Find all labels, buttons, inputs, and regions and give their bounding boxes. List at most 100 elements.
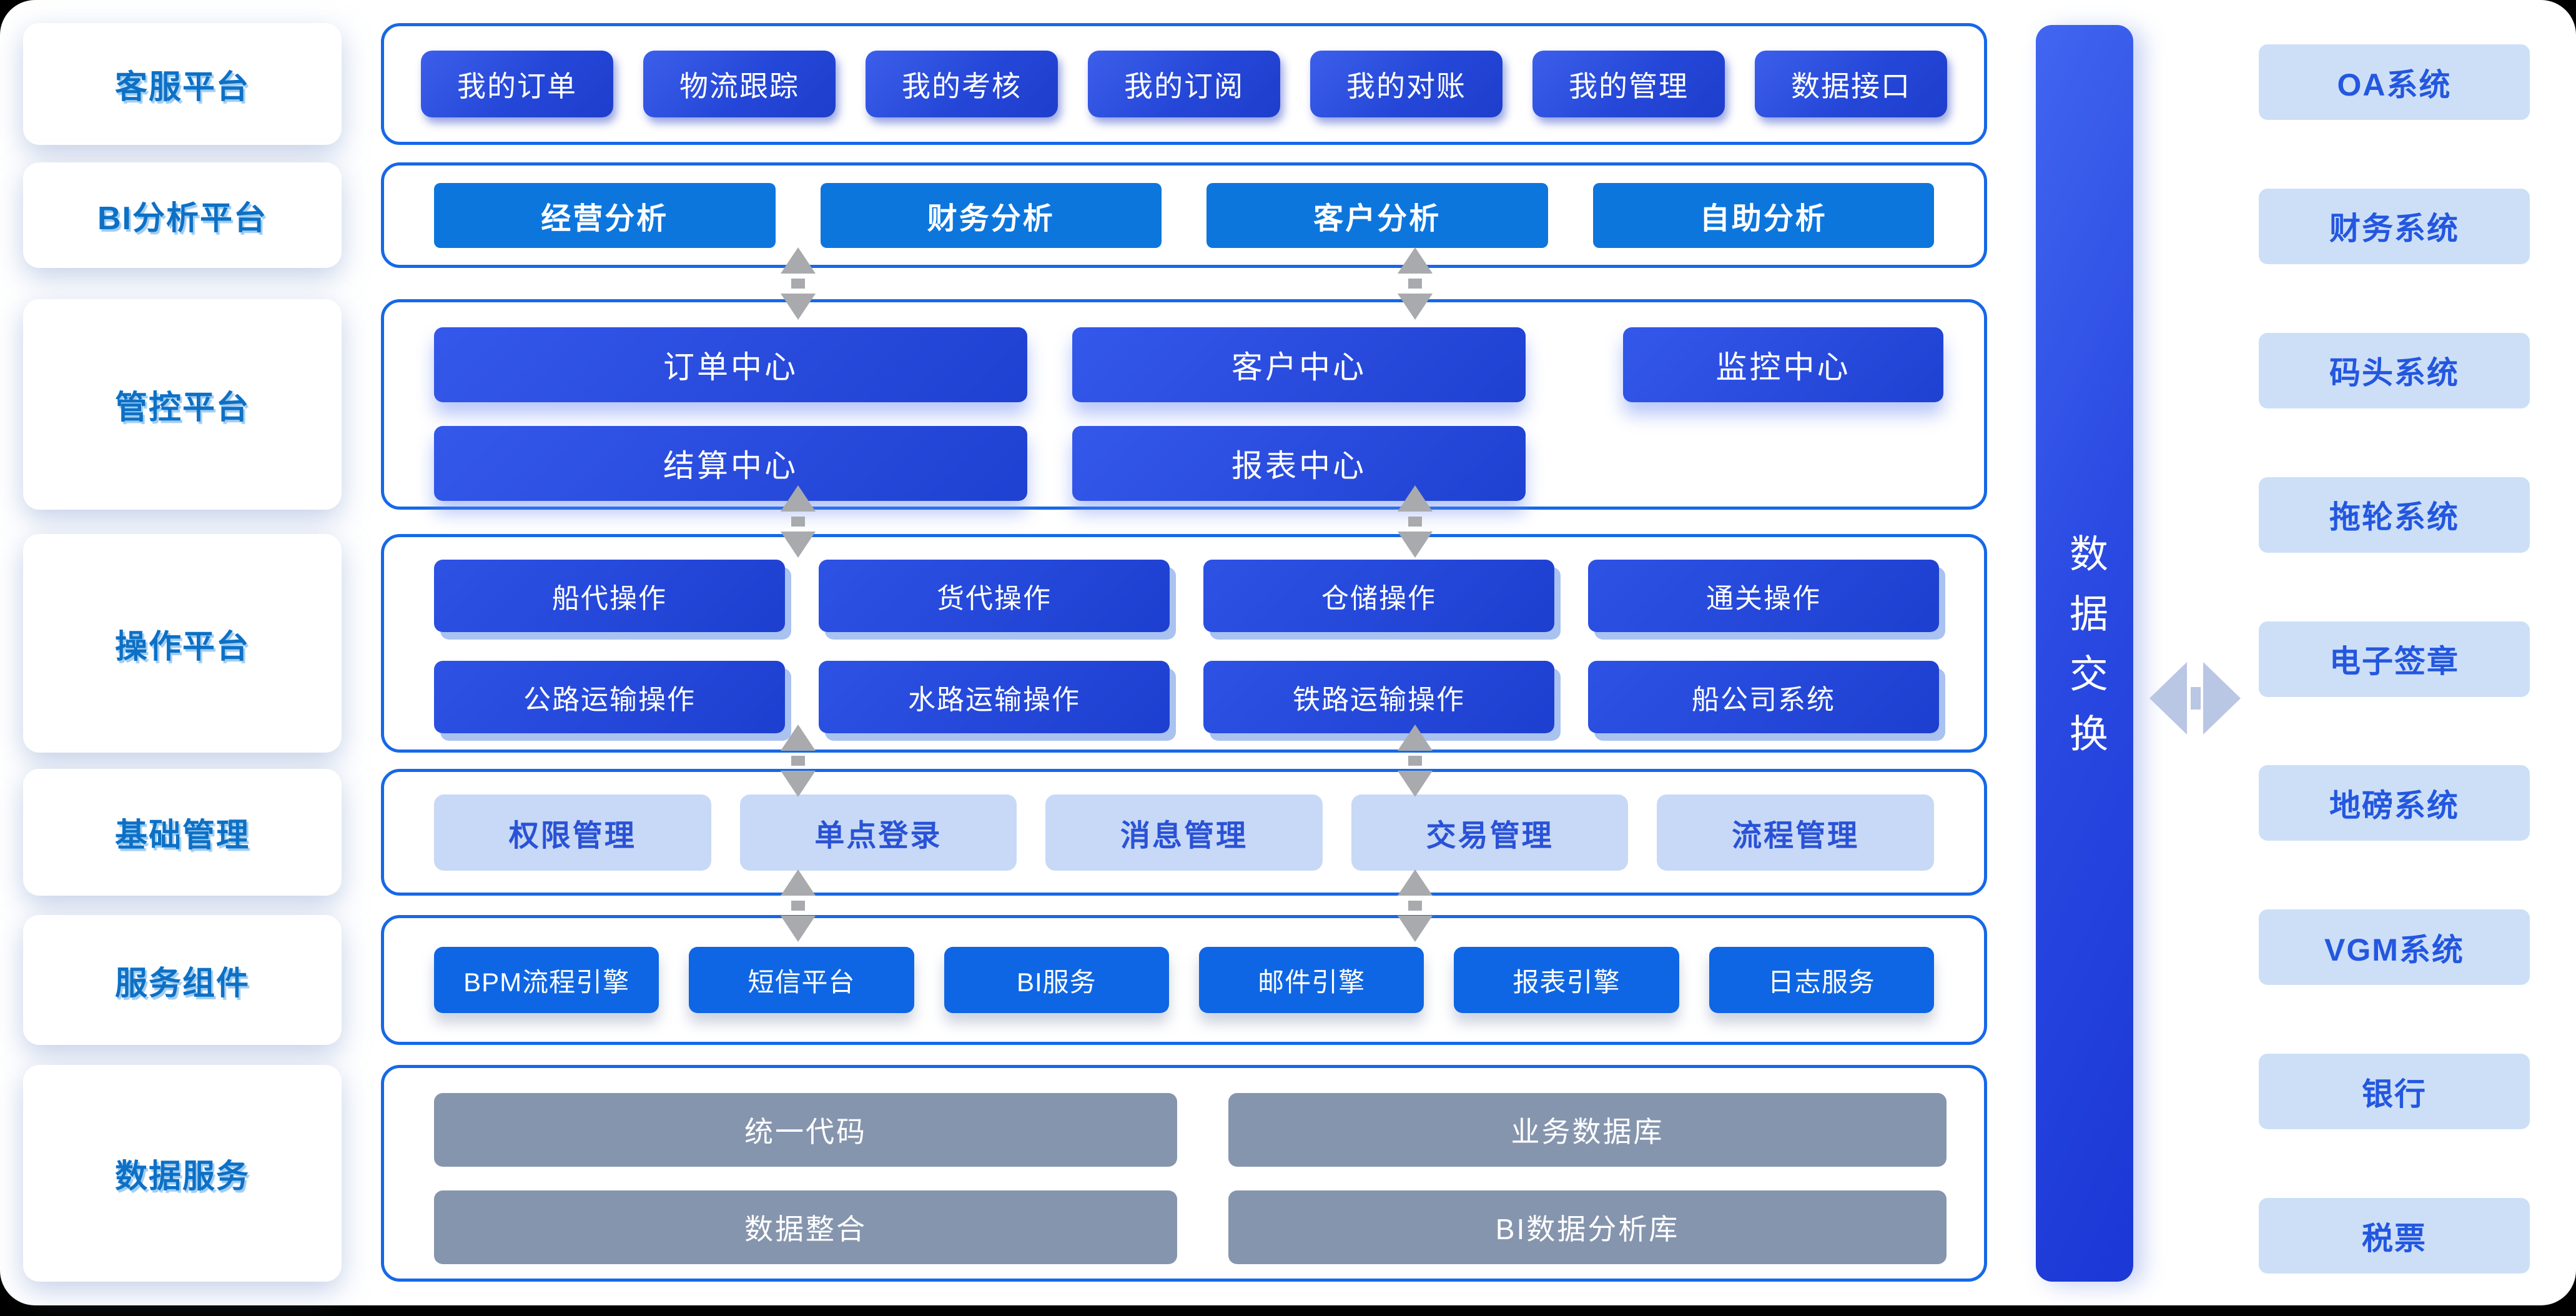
external-system-tugboat: 拖轮系统: [2259, 477, 2530, 553]
node-label: 公路运输操作: [523, 685, 696, 715]
node-label: 流程管理: [1732, 819, 1860, 853]
node-label: BI数据分析库: [1495, 1213, 1680, 1245]
node-label: 交易管理: [1426, 819, 1554, 853]
node-label: 水路运输操作: [908, 685, 1080, 715]
node-label: 船公司系统: [1692, 685, 1835, 715]
node-permission-management: 权限管理: [434, 794, 711, 871]
node-my-subscription: 我的订阅: [1088, 51, 1280, 117]
sidebar-label: 管控平台: [114, 390, 250, 426]
external-system-label: 税票: [2362, 1220, 2427, 1256]
sidebar-item-data-services: 数据服务: [23, 1065, 342, 1282]
box-control-platform: 订单中心 客户中心 监控中心 结算中心 报表中心: [381, 299, 1987, 510]
vertical-double-arrow-icon: [1398, 485, 1433, 558]
node-label: 物流跟踪: [679, 69, 799, 102]
node-label: BI服务: [1016, 967, 1097, 997]
external-system-terminal: 码头系统: [2259, 332, 2530, 408]
sidebar-label: BI分析平台: [97, 200, 267, 237]
node-shipping-company-system: 船公司系统: [1588, 661, 1939, 733]
sidebar-item-operation-platform: 操作平台: [23, 534, 342, 753]
node-report-engine: 报表引擎: [1454, 947, 1679, 1013]
node-my-reconciliation: 我的对账: [1310, 51, 1503, 117]
node-label: 货代操作: [937, 583, 1052, 614]
sidebar-item-service-components: 服务组件: [23, 915, 342, 1045]
node-label: 订单中心: [663, 350, 798, 385]
node-label: BPM流程引擎: [463, 967, 630, 997]
node-unified-code: 统一代码: [434, 1093, 1177, 1167]
node-label: 日志服务: [1767, 967, 1875, 997]
node-label: 船代操作: [552, 583, 667, 614]
external-system-vgm: VGM系统: [2259, 909, 2530, 986]
node-my-assessment: 我的考核: [866, 51, 1058, 117]
node-sms-platform: 短信平台: [689, 947, 914, 1013]
external-system-label: 地磅系统: [2329, 788, 2459, 823]
node-label: 财务分析: [927, 202, 1055, 235]
node-label: 自助分析: [1699, 202, 1827, 235]
node-label: 客户中心: [1231, 350, 1366, 385]
sidebar-label: 操作平台: [114, 628, 250, 665]
node-bpm-process-engine: BPM流程引擎: [434, 947, 659, 1013]
external-system-bank: 银行: [2259, 1054, 2530, 1130]
sidebar-item-customer-service-platform: 客服平台: [23, 23, 342, 145]
node-business-analysis: 经营分析: [434, 182, 776, 248]
external-system-oa: OA系统: [2259, 44, 2530, 120]
node-label: 经营分析: [541, 202, 669, 235]
node-mail-engine: 邮件引擎: [1198, 947, 1424, 1013]
node-logistics-tracking: 物流跟踪: [643, 51, 836, 117]
node-bi-analysis-database: BI数据分析库: [1228, 1190, 1947, 1264]
node-my-orders: 我的订单: [421, 51, 613, 117]
node-label: 数据整合: [744, 1213, 867, 1245]
box-row: BPM流程引擎 短信平台 BI服务 邮件引擎 报表引擎 日志服务: [384, 918, 1984, 1042]
node-customs-ops: 通关操作: [1588, 560, 1939, 632]
data-exchange-bar: 数据交换: [2036, 25, 2133, 1282]
sidebar-item-basic-management: 基础管理: [23, 769, 342, 896]
node-label: 结算中心: [663, 448, 798, 483]
external-system-label: 码头系统: [2329, 355, 2459, 391]
vertical-double-arrow-icon: [1398, 725, 1433, 797]
node-label: 铁路运输操作: [1293, 685, 1465, 715]
node-data-interface: 数据接口: [1755, 51, 1947, 117]
node-road-transport-ops: 公路运输操作: [434, 661, 785, 733]
vertical-double-arrow-icon: [1398, 869, 1433, 942]
node-self-service-analysis: 自助分析: [1592, 182, 1934, 248]
sidebar-item-bi-analysis-platform: BI分析平台: [23, 162, 342, 268]
node-message-management: 消息管理: [1045, 794, 1323, 871]
vertical-double-arrow-icon: [781, 247, 816, 320]
external-system-label: OA系统: [2337, 67, 2452, 102]
box-basic-management: 权限管理 单点登录 消息管理 交易管理 流程管理: [381, 769, 1987, 896]
node-data-integration: 数据整合: [434, 1190, 1177, 1264]
vertical-double-arrow-icon: [781, 869, 816, 942]
external-system-label: 电子签章: [2329, 644, 2459, 679]
sidebar-label: 服务组件: [114, 965, 250, 1002]
box-service-components: BPM流程引擎 短信平台 BI服务 邮件引擎 报表引擎 日志服务: [381, 915, 1987, 1045]
node-label: 客户分析: [1313, 202, 1441, 235]
sidebar-label: 数据服务: [114, 1159, 250, 1195]
node-label: 短信平台: [748, 967, 856, 997]
node-customer-analysis: 客户分析: [1207, 182, 1548, 248]
node-label: 我的订阅: [1124, 69, 1244, 102]
horizontal-double-arrow-icon: [2149, 662, 2241, 735]
data-exchange-label: 数据交换: [2063, 533, 2106, 773]
external-system-weighbridge: 地磅系统: [2259, 765, 2530, 841]
node-water-transport-ops: 水路运输操作: [819, 661, 1170, 733]
node-label: 报表引擎: [1513, 967, 1621, 997]
sidebar-label: 基础管理: [114, 818, 250, 854]
node-label: 权限管理: [508, 819, 636, 853]
node-log-service: 日志服务: [1709, 947, 1934, 1013]
node-process-management: 流程管理: [1657, 794, 1934, 871]
vertical-double-arrow-icon: [781, 485, 816, 558]
node-my-management: 我的管理: [1532, 51, 1725, 117]
node-bi-service: BI服务: [944, 947, 1169, 1013]
node-label: 通关操作: [1706, 583, 1821, 614]
node-label: 我的管理: [1569, 69, 1689, 102]
sidebar-item-control-platform: 管控平台: [23, 299, 342, 510]
external-system-finance: 财务系统: [2259, 188, 2530, 264]
node-label: 我的对账: [1346, 69, 1466, 102]
node-label: 我的订单: [457, 69, 577, 102]
sidebar-label: 客服平台: [114, 69, 250, 106]
box-customer-service-platform: 我的订单 物流跟踪 我的考核 我的订阅 我的对账 我的管理 数据接口: [381, 23, 1987, 145]
node-warehouse-ops: 仓储操作: [1203, 560, 1554, 632]
external-system-label: 财务系统: [2329, 211, 2459, 247]
box-row: 我的订单 物流跟踪 我的考核 我的订阅 我的对账 我的管理 数据接口: [384, 26, 1984, 142]
